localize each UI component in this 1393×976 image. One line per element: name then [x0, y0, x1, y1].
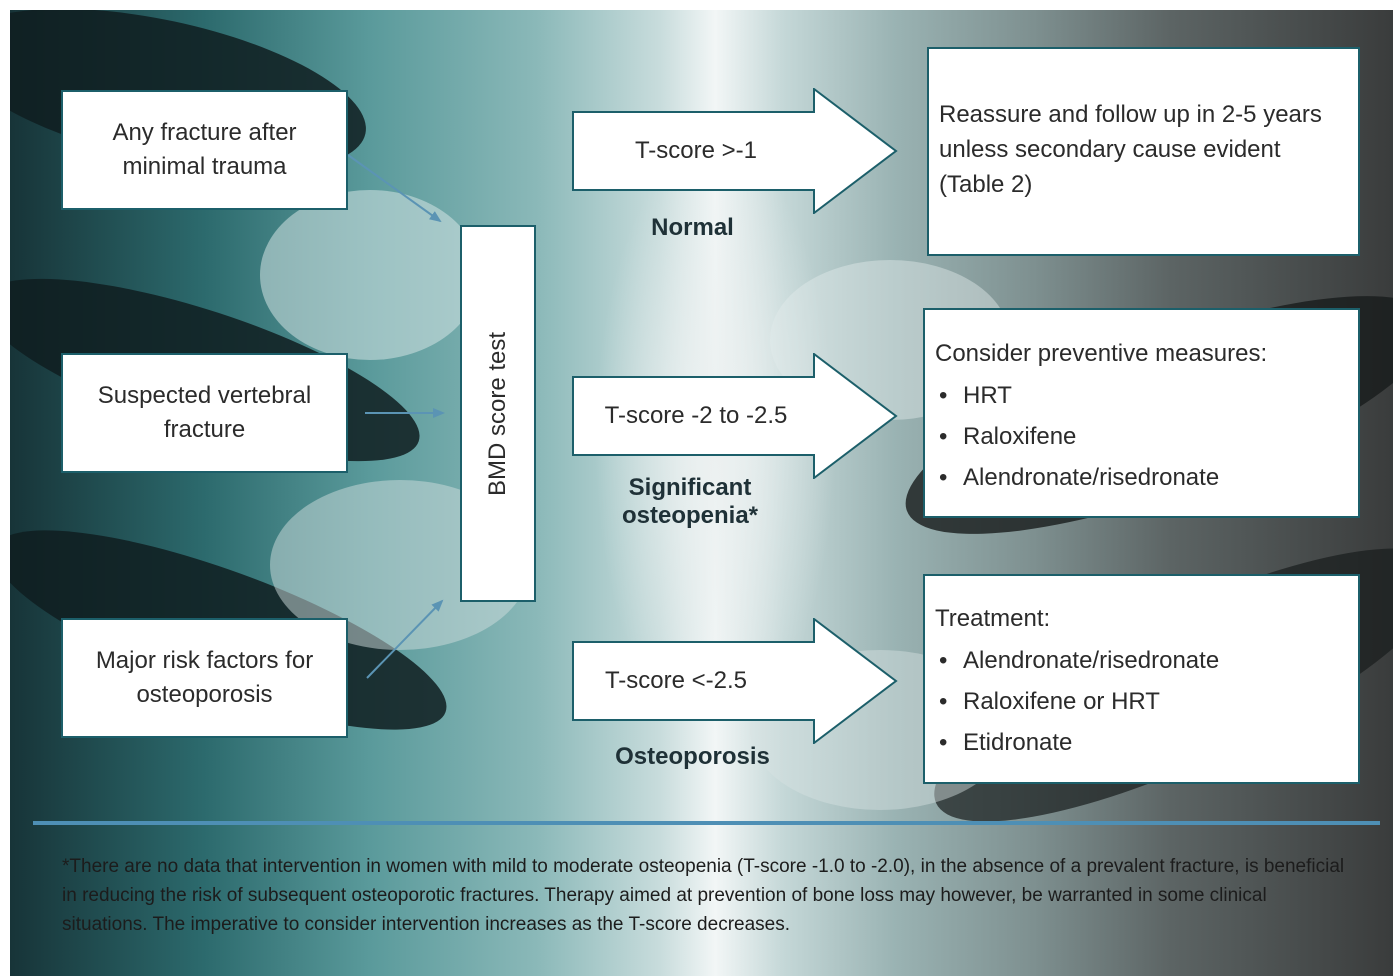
- arrow-osteoporosis: [572, 618, 898, 744]
- category-normal: Normal: [651, 214, 734, 241]
- list-item: Raloxifene: [935, 416, 1348, 457]
- outcome-box-osteopenia: Consider preventive measures: HRT Raloxi…: [923, 308, 1360, 518]
- list-item: Raloxifene or HRT: [935, 681, 1348, 722]
- outcome-osteoporosis-heading: Treatment:: [935, 605, 1051, 632]
- outcome-osteopenia-heading: Consider preventive measures:: [935, 340, 1268, 367]
- connector-arrow: [347, 154, 442, 223]
- list-item: Etidronate: [935, 722, 1348, 763]
- connector-arrow: [366, 599, 444, 679]
- list-item: HRT: [935, 375, 1348, 416]
- footer-divider: [33, 821, 1380, 825]
- outcome-box-normal: Reassure and follow up in 2-5 years unle…: [927, 47, 1360, 256]
- outcome-osteopenia-list: HRT Raloxifene Alendronate/risedronate: [935, 375, 1348, 498]
- bmd-test-label: BMD score test: [484, 331, 512, 496]
- category-osteopenia-text: Significant osteopenia*: [621, 474, 759, 529]
- criterion-normal: T-score >-1: [634, 137, 758, 164]
- criterion-osteoporosis: T-score <-2.5: [604, 667, 748, 694]
- bmd-test-box: BMD score test: [460, 225, 536, 602]
- arrow-osteopenia: [572, 353, 898, 479]
- list-item: Alendronate/risedronate: [935, 457, 1348, 498]
- category-osteopenia: Significant osteopenia*: [590, 474, 790, 530]
- footnote: *There are no data that intervention in …: [62, 856, 1345, 935]
- outcome-normal-text: Reassure and follow up in 2-5 years unle…: [939, 101, 1322, 198]
- input-box-vertebral: Suspected vertebral fracture: [61, 353, 348, 473]
- input-label: Suspected vertebral fracture: [97, 382, 312, 443]
- input-box-fracture: Any fracture after minimal trauma: [61, 90, 348, 210]
- bone-shape: [260, 190, 480, 360]
- input-label: Major risk factors for osteoporosis: [95, 647, 314, 708]
- outcome-osteoporosis-list: Alendronate/risedronate Raloxifene or HR…: [935, 640, 1348, 763]
- input-box-risk-factors: Major risk factors for osteoporosis: [61, 618, 348, 738]
- input-label: Any fracture after minimal trauma: [112, 119, 297, 180]
- list-item: Alendronate/risedronate: [935, 640, 1348, 681]
- category-osteoporosis: Osteoporosis: [615, 743, 770, 770]
- outcome-box-osteoporosis: Treatment: Alendronate/risedronate Ralox…: [923, 574, 1360, 784]
- arrow-normal: [572, 88, 898, 214]
- criterion-osteopenia: T-score -2 to -2.5: [604, 402, 788, 429]
